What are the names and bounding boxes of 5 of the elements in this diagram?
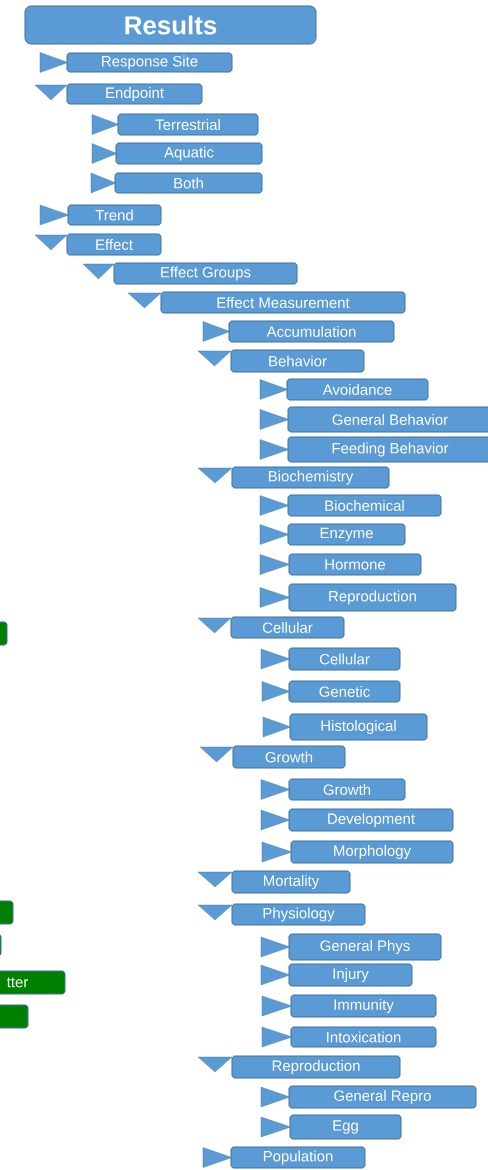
partial-box [0,621,8,646]
partial-box [0,900,14,925]
item-box: tter [0,970,66,995]
partial-box [0,1004,29,1029]
title-box: Results [24,5,317,45]
